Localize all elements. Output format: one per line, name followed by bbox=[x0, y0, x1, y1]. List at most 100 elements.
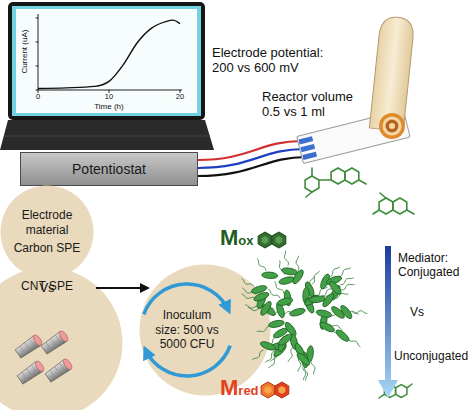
illustration-part bbox=[319, 179, 331, 181]
parameter-label: Unconjugated bbox=[394, 350, 468, 364]
illustration-part bbox=[253, 291, 270, 303]
illustration-part bbox=[373, 210, 379, 214]
illustration-part bbox=[289, 307, 306, 317]
node-text-group: Potentiostat bbox=[72, 161, 146, 178]
node-text-group: Inoculum size: 500 vs 5000 CFU bbox=[152, 308, 222, 351]
illustration-part bbox=[341, 284, 355, 290]
illustration-part bbox=[51, 339, 57, 348]
axis-label: Time (h) bbox=[94, 102, 123, 111]
pointer-arrow bbox=[96, 287, 148, 289]
illustration-part bbox=[380, 193, 386, 198]
circle-fill bbox=[1, 186, 94, 279]
illustration-part bbox=[36, 90, 38, 91]
axis-label: Current (uA) bbox=[20, 30, 29, 74]
illustration-part bbox=[340, 278, 353, 285]
illustration-part bbox=[262, 272, 278, 279]
illustration-part bbox=[330, 305, 346, 320]
mediator-molecule bbox=[373, 193, 414, 214]
versus-label: Vs bbox=[410, 306, 424, 320]
illustration-part bbox=[257, 258, 266, 270]
illustration-part bbox=[311, 168, 313, 176]
illustration-part bbox=[306, 192, 312, 197]
illustration-part bbox=[298, 136, 313, 144]
inoculum-circle: Inoculum size: 500 vs 5000 CFU bbox=[139, 264, 271, 396]
illustration-part bbox=[393, 198, 407, 214]
box-fill bbox=[21, 153, 198, 186]
node-text: Carbon SPE bbox=[10, 241, 84, 255]
illustration-part bbox=[275, 236, 282, 244]
illustration-part bbox=[258, 232, 272, 248]
illustration-part bbox=[288, 348, 293, 362]
illustration-part bbox=[311, 360, 315, 375]
illustration-part bbox=[46, 342, 52, 351]
illustration-part bbox=[348, 338, 361, 346]
node-text: Inoculum size: 500 vs 5000 CFU bbox=[152, 308, 222, 351]
illustration-part bbox=[359, 180, 366, 184]
illustration-part bbox=[0, 120, 214, 150]
illustration-part bbox=[386, 120, 399, 133]
illustration-part bbox=[268, 319, 285, 328]
illustration-part bbox=[25, 343, 31, 352]
circle-fill bbox=[140, 265, 271, 396]
illustration-part bbox=[27, 369, 33, 378]
illustration-part bbox=[36, 42, 38, 43]
illustration-part bbox=[296, 256, 299, 271]
versus-label: Vs bbox=[39, 281, 54, 296]
node-text-group: Electrode materialCarbon SPE bbox=[10, 208, 84, 255]
reduced-mediator bbox=[261, 382, 289, 398]
illustration-part bbox=[309, 295, 326, 303]
illustration-part bbox=[331, 168, 345, 184]
illustration-part bbox=[339, 268, 351, 277]
illustration-part bbox=[379, 198, 393, 214]
tick-label: 20 bbox=[176, 93, 184, 102]
illustration-part bbox=[268, 289, 280, 299]
parameter-label: Electrode potential: 200 vs 600 mV bbox=[212, 46, 337, 76]
working-electrode bbox=[379, 113, 405, 139]
illustration-part bbox=[329, 267, 340, 277]
electrode-option-circle: Electrode materialCarbon SPE bbox=[0, 185, 94, 279]
mediator-label: Mred bbox=[220, 376, 259, 400]
illustration-part bbox=[345, 168, 359, 184]
parameter-label: Reactor volume 0.5 vs 1 ml bbox=[262, 90, 362, 120]
illustration-part bbox=[38, 20, 180, 88]
illustration-part bbox=[8, 2, 205, 120]
illustration-part bbox=[4, 136, 210, 137]
illustration-part bbox=[407, 210, 414, 214]
illustration-part bbox=[291, 268, 305, 285]
circle-fill bbox=[0, 268, 123, 410]
laptop-illustration bbox=[0, 2, 214, 150]
illustration-part bbox=[265, 351, 275, 363]
illustration-part bbox=[305, 176, 319, 192]
illustration-part bbox=[295, 351, 311, 367]
electrode-option-circle: CNT SPE bbox=[0, 267, 123, 410]
illustration-part bbox=[55, 367, 61, 376]
tick-label: 0 bbox=[36, 93, 40, 102]
illustration-part bbox=[334, 328, 350, 343]
illustration-part bbox=[261, 382, 275, 398]
illustration-part bbox=[319, 321, 336, 334]
tick-label: 10 bbox=[105, 93, 113, 102]
oxidized-mediator bbox=[258, 232, 286, 248]
illustration-part bbox=[198, 157, 306, 176]
node-text: Potentiostat bbox=[72, 161, 146, 178]
mediator-arrow bbox=[378, 246, 398, 398]
illustration-part bbox=[407, 384, 412, 388]
potentiostat-cables bbox=[198, 141, 306, 176]
illustration-part bbox=[36, 18, 38, 19]
illustration-part bbox=[276, 297, 293, 307]
illustration-part bbox=[379, 113, 405, 139]
parameter-label: Mediator: Conjugated bbox=[398, 252, 472, 280]
illustration-part bbox=[262, 236, 269, 244]
illustration-part bbox=[20, 346, 26, 355]
instrument-box: Potentiostat bbox=[20, 152, 198, 186]
illustration-part bbox=[328, 280, 343, 296]
illustration-part bbox=[38, 14, 182, 90]
illustration-part bbox=[396, 385, 407, 398]
illustration-part bbox=[383, 117, 402, 136]
illustration-part bbox=[278, 386, 285, 394]
illustration-part bbox=[312, 271, 320, 284]
illustration-part bbox=[12, 6, 201, 116]
illustration-part bbox=[16, 9, 197, 113]
illustration-part bbox=[265, 386, 272, 394]
mediator-label: Mox bbox=[220, 226, 254, 250]
